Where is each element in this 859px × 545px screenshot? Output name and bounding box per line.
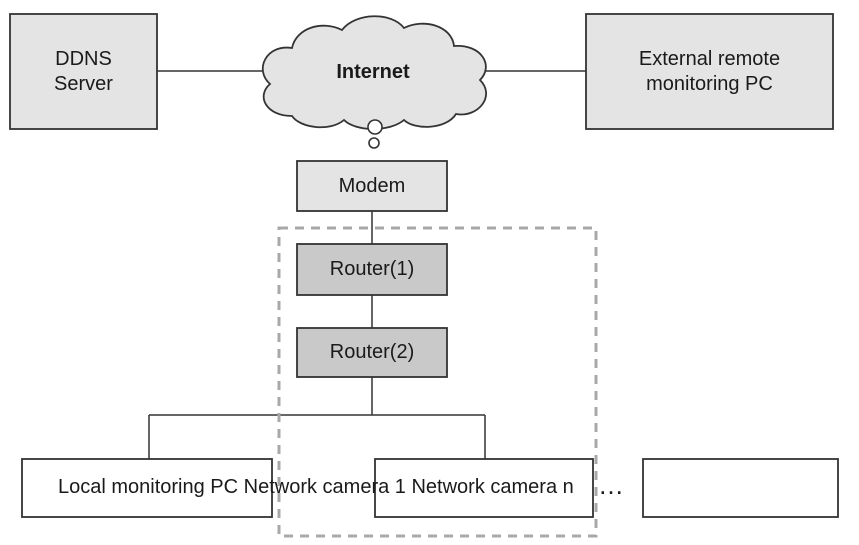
router2-label: Router(2) [329,341,415,363]
bottom-row-label: Local monitoring PC Network camera 1 Net… [58,476,574,498]
remote-pc-label: External remote monitoring PC [638,47,781,95]
router2-box [296,327,448,378]
modem-box [296,160,448,212]
ddns-server-box [9,13,158,130]
cloud-bubble-small [368,137,380,149]
modem-label: Modem [338,174,406,197]
cloud-bubble-large [367,119,383,135]
remote-pc-box [585,13,834,130]
router1-label: Router(1) [329,258,415,280]
internet-cloud [261,15,487,130]
lan-boundary [277,226,598,538]
local-pc-box [21,458,273,518]
more-devices-ellipsis: … [598,470,626,500]
router1-box [296,243,448,296]
extra-device-box [642,458,839,518]
camera-n-box [374,458,594,518]
ddns-server-label: DDNS Server [54,47,113,95]
internet-label: Internet [336,60,410,83]
